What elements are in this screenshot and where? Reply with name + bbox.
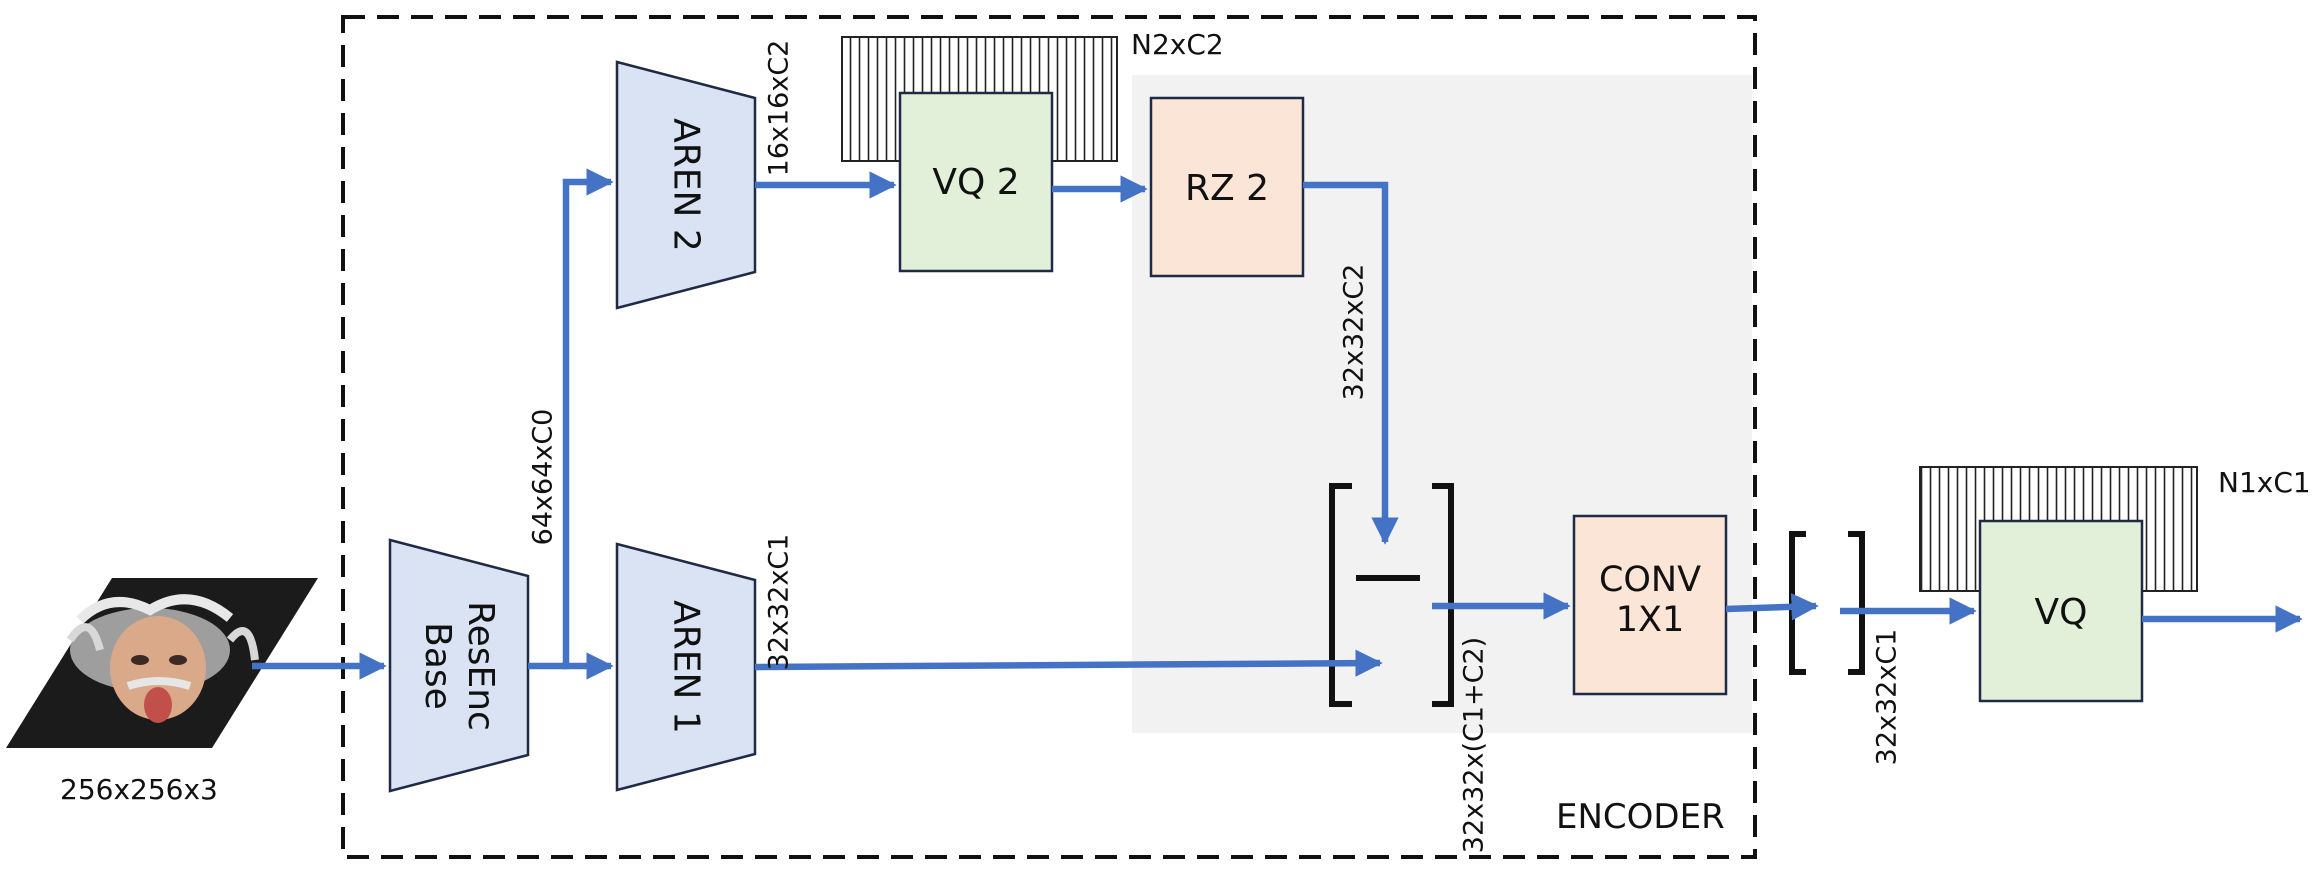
output-bracket — [1789, 531, 1865, 675]
vq2-label: VQ 2 — [932, 162, 1020, 203]
vq-box — [1978, 519, 2144, 703]
conv1x1-box — [1572, 514, 1728, 696]
dim-after-resenc: 64x64xC0 — [527, 408, 559, 546]
dim-after-aren1: 32x32xC1 — [763, 533, 795, 671]
rz2-box — [1149, 96, 1305, 278]
aren2-trapezoid — [615, 60, 757, 310]
vq2-box — [898, 91, 1054, 273]
input-dimension-label: 256x256x3 — [60, 773, 218, 806]
arrow-rz2-to-concat — [1303, 181, 1399, 545]
arrow-conv-to-bracket — [1725, 593, 1819, 621]
arrows — [252, 168, 2303, 680]
dim-concat: 32x32x(C1+C2) — [1458, 636, 1490, 854]
encoder-label: ENCODER — [1556, 797, 1725, 837]
resenc-base-trapezoid — [388, 538, 530, 793]
codebook-n1xc1-label: N1xC1 — [2218, 466, 2311, 499]
conv1x1-label: CONV 1X1 — [1598, 560, 1702, 641]
encoder-dashed-border — [341, 15, 1757, 859]
arrow-aren1-to-concat — [754, 649, 1383, 677]
aren2-label: AREN 2 — [665, 118, 707, 252]
codebook-n2xc2-label: N2xC2 — [1131, 28, 1224, 61]
rz2-label: RZ 2 — [1184, 168, 1270, 209]
aren1-trapezoid — [615, 542, 757, 792]
input-image — [6, 578, 318, 748]
arrow-resenc-to-aren2 — [528, 168, 614, 670]
concat-bracket — [1329, 483, 1454, 707]
vq-label: VQ — [2034, 592, 2088, 633]
dim-after-aren2: 16x16xC2 — [763, 39, 795, 177]
resenc-base-label: ResEnc Base — [417, 601, 502, 731]
dim-after-rz2: 32x32xC2 — [1338, 263, 1370, 401]
aren1-label: AREN 1 — [665, 600, 707, 734]
dim-after-conv: 32x32xC1 — [1871, 628, 1903, 766]
